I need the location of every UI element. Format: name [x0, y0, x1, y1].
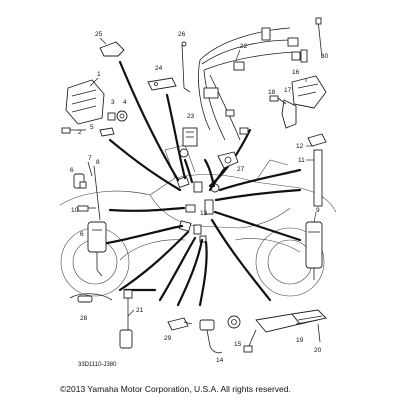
callout-11: 11 — [298, 157, 305, 164]
parts-3-4-5-fasteners — [99, 110, 128, 137]
callout-18: 18 — [268, 89, 276, 96]
callout-23: 23 — [187, 113, 195, 120]
callout-25: 25 — [95, 31, 103, 38]
part-1-control-unit — [65, 77, 105, 125]
callout-15: 15 — [234, 341, 242, 348]
parts-7-8-rods — [87, 161, 101, 221]
copyright-notice: ©2013 Yamaha Motor Corporation, U.S.A. A… — [60, 384, 291, 394]
callout-24: 24 — [155, 65, 163, 72]
callout-10: 10 — [71, 207, 79, 214]
part-30-cable-tie — [315, 17, 323, 59]
part-28-lead — [69, 293, 113, 303]
callout-26: 26 — [178, 31, 186, 38]
part-13-bolt — [79, 181, 87, 189]
part-15-washer — [227, 315, 241, 329]
part-2-screw — [61, 127, 86, 134]
callout-16: 16 — [292, 69, 300, 76]
callout-22: 22 — [240, 43, 248, 50]
part-23-coupler — [179, 127, 198, 158]
callout-6a: 6 — [70, 167, 74, 174]
part-6-ignition-coil — [87, 221, 107, 277]
callout-1: 1 — [97, 71, 101, 78]
central-harness-cluster — [176, 175, 220, 243]
callout-29: 29 — [164, 335, 172, 342]
callout-19: 19 — [296, 337, 304, 344]
part-26-lead-wire — [181, 41, 191, 93]
callout-9: 9 — [316, 207, 320, 214]
part-29-bracket — [167, 317, 193, 331]
part-22-wire-harness — [198, 27, 301, 141]
callout-13: 13 — [200, 210, 208, 217]
callout-12: 12 — [296, 143, 304, 150]
part-19-rectifier — [243, 309, 327, 353]
motorcycle-outline — [59, 144, 337, 297]
callout-labels: 25 1 3 4 5 2 24 26 22 23 27 30 16 17 18 … — [70, 31, 329, 364]
callout-7: 7 — [88, 155, 92, 162]
callout-8: 8 — [96, 159, 100, 166]
part-10-bolt — [77, 205, 96, 212]
callout-27: 27 — [237, 166, 245, 173]
callout-3: 3 — [111, 99, 115, 106]
guide-lines — [93, 60, 302, 307]
part-25-bracket — [99, 37, 125, 57]
part-27-sensor — [217, 151, 239, 169]
part-24-bracket — [147, 77, 177, 91]
callout-21: 21 — [136, 307, 144, 314]
part-9-ignition-coil — [305, 211, 323, 280]
callout-5: 5 — [90, 124, 94, 131]
part-21-sender — [119, 289, 135, 349]
parts-16-17-18-relay — [269, 49, 327, 129]
callout-20: 20 — [314, 347, 322, 354]
part-14-sensor — [199, 319, 223, 354]
drawing-code: 33D1110-J380 — [78, 362, 117, 368]
callout-30: 30 — [321, 53, 329, 60]
parts-11-12-tube — [306, 133, 327, 207]
callout-28: 28 — [80, 315, 88, 322]
callout-2: 2 — [78, 129, 82, 136]
callout-14: 14 — [216, 357, 224, 364]
callout-4: 4 — [123, 99, 127, 106]
callout-17: 17 — [284, 87, 292, 94]
callout-6b: 6 — [80, 231, 84, 238]
